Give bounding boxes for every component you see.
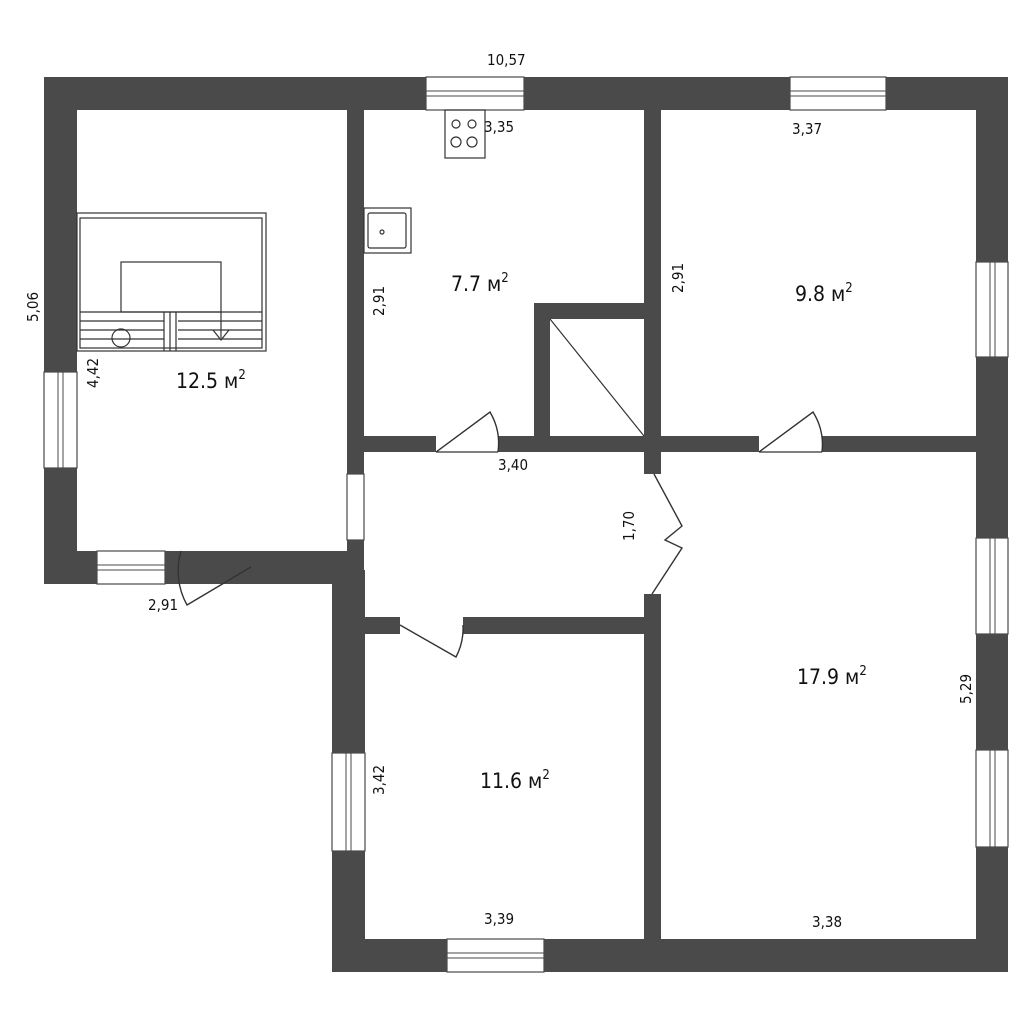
wall-left-room-east-lower: [347, 540, 364, 555]
area-room-top-right: 9.8 м2: [795, 281, 853, 306]
window-right-mid: [975, 537, 1009, 635]
area-labels: 12.5 м2 7.7 м2 9.8 м2 17.9 м2 11.6 м2: [176, 271, 867, 793]
dim-left-height: 5,06: [24, 292, 42, 322]
staircase: [76, 212, 267, 352]
wall-hall-south-a: [362, 617, 400, 634]
window-bottom: [446, 938, 545, 973]
door-room-tr: [758, 410, 824, 453]
wall-left-bottom: [44, 551, 364, 584]
windows: [43, 76, 1009, 973]
dim-bottom-side: 3,42: [370, 765, 388, 795]
sink: [363, 207, 412, 254]
window-right-low: [975, 749, 1009, 848]
closet-wall-left: [534, 303, 550, 443]
dim-large-side: 5,29: [957, 674, 975, 704]
walls: [44, 77, 1008, 972]
area-room-left: 12.5 м2: [176, 368, 246, 393]
dim-large-bottom: 3,38: [812, 913, 842, 931]
dimension-labels: 10,57 5,06 4,42 2,91 3,35 2,91 3,40 1,70…: [24, 51, 975, 931]
wall-bottom: [332, 939, 1008, 972]
wall-hall-south-b: [463, 617, 644, 634]
window-left-bottom: [96, 550, 166, 585]
door-kitchen: [435, 410, 500, 453]
area-room-large: 17.9 м2: [797, 664, 867, 689]
wall-hall-east-lower: [644, 594, 661, 940]
window-right-top: [975, 261, 1009, 358]
wall-room-tr-south-b: [822, 436, 976, 452]
dim-hall-depth: 1,70: [620, 511, 638, 541]
wall-left-room-east: [347, 108, 364, 474]
dim-left-bottom: 2,91: [148, 596, 178, 614]
dim-kitchen-top: 3,35: [484, 118, 514, 136]
dim-bottom-width: 3,39: [484, 910, 514, 928]
door-entrance: [177, 550, 252, 606]
dim-top-right-width: 3,37: [792, 120, 822, 138]
door-double-hall: [651, 473, 684, 595]
window-top-kitchen: [425, 76, 525, 111]
area-kitchen: 7.7 м2: [451, 271, 509, 296]
dim-hall-width: 3,40: [498, 456, 528, 474]
closet-wall-top: [534, 303, 646, 319]
wall-kitchen-south-a: [362, 436, 436, 452]
dim-top-right-side: 2,91: [669, 263, 687, 293]
doors: [177, 410, 824, 658]
stove: [444, 109, 486, 159]
wall-kitchen-south-b: [498, 436, 644, 452]
window-left: [43, 371, 78, 469]
window-top-right: [789, 76, 887, 111]
dim-kitchen-side: 2,91: [370, 286, 388, 316]
wall-left: [44, 77, 77, 584]
wall-room-tr-south-a: [661, 436, 759, 452]
dim-stair-height: 4,42: [84, 358, 102, 388]
window-bottom-left-side: [331, 752, 366, 852]
area-room-bottom: 11.6 м2: [480, 768, 550, 793]
window-interior-left: [346, 473, 365, 541]
dim-overall-width: 10,57: [487, 51, 526, 69]
closet-diagonal: [549, 318, 645, 437]
door-bottom-room: [399, 624, 464, 658]
wall-kitchen-east: [644, 108, 661, 474]
